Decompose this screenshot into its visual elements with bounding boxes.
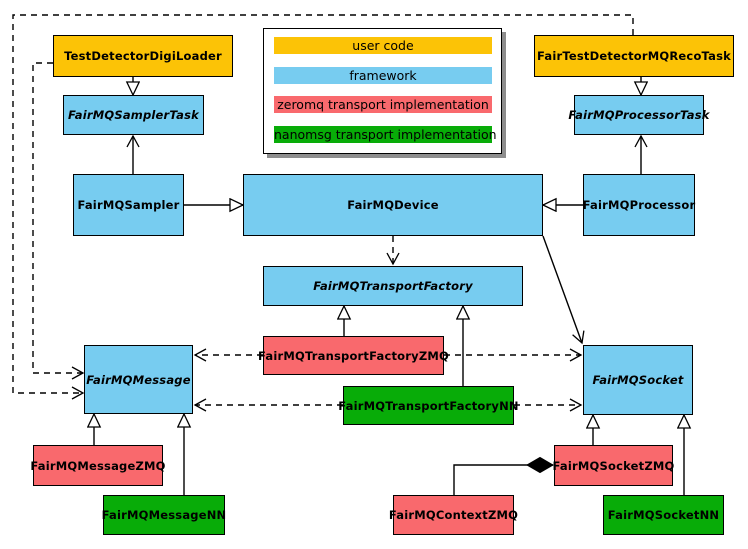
class-label: FairMQProcessorTask [568,108,710,122]
legend: user code framework zeromq transport imple… [263,28,502,154]
class-label: FairMQMessageNN [101,508,227,522]
class-box-fairtestdetectormqrecotask: FairTestDetectorMQRecoTask [534,35,734,77]
class-box-fairmqsocketnn: FairMQSocketNN [603,495,724,535]
class-label: FairMQSamplerTask [68,108,199,122]
class-label: FairMQContextZMQ [388,508,519,522]
legend-item-framework: framework [274,66,492,84]
class-box-fairmqsocketzmq: FairMQSocketZMQ [552,445,675,486]
class-box-fairmqmessagezmq: FairMQMessageZMQ [30,445,166,486]
class-box-fairmqsocket: FairMQSocket [583,345,693,415]
class-label: FairMQSocketNN [607,508,720,522]
class-label: FairMQProcessor [582,198,696,212]
legend-item-nanomsg: nanomsg transport implementation [274,125,497,143]
class-box-fairmqcontextzmq: FairMQContextZMQ [389,495,518,535]
class-label: TestDetectorDigiLoader [64,49,222,63]
edge-comp-contextzmq-socketzmq [453,456,555,495]
class-box-fairmqsamplertask: FairMQSamplerTask [63,95,204,135]
legend-item-user_code: user code [274,37,492,54]
class-label: FairMQSocketZMQ [552,458,675,473]
class-label: FairMQTransportFactoryZMQ [258,348,450,363]
class-box-fairmqprocessortask: FairMQProcessorTask [568,95,709,135]
class-label: FairMQMessageZMQ [30,458,166,473]
legend-item-zeromq: zeromq transport implementation [274,96,492,113]
class-box-fairmqmessagenn: FairMQMessageNN [101,495,227,535]
class-box-fairmqdevice: FairMQDevice [243,174,543,236]
class-label: FairMQSocket [592,373,684,387]
class-label: FairTestDetectorMQRecoTask [537,49,731,63]
class-label: FairMQMessage [86,372,191,387]
class-label: FairMQDevice [347,198,439,212]
class-box-fairmqprocessor: FairMQProcessor [583,174,695,236]
class-box-fairmqtransportfactorynn: FairMQTransportFactoryNN [338,386,519,425]
class-box-fairmqmessage: FairMQMessage [84,345,193,414]
class-box-fairmqtransportfactory: FairMQTransportFactory [263,266,523,306]
class-box-testdetectordigiloader: TestDetectorDigiLoader [53,35,233,77]
class-label: FairMQTransportFactory [313,279,473,293]
class-box-fairmqsampler: FairMQSampler [73,174,184,236]
class-label: FairMQTransportFactoryNN [338,398,519,413]
edge-assoc-device-socket [542,235,585,345]
class-box-fairmqtransportfactoryzmq: FairMQTransportFactoryZMQ [258,336,449,375]
class-label: FairMQSampler [77,198,180,212]
